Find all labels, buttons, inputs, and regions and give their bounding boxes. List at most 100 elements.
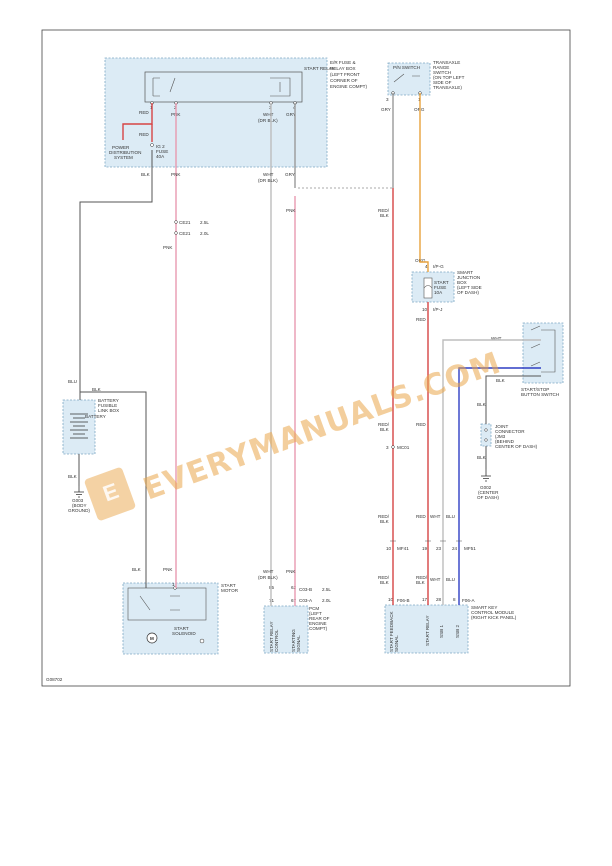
ss-blk: BLK bbox=[496, 378, 506, 383]
wire-blk-motor bbox=[79, 391, 147, 588]
skc-sig-start-relay: START RELAY bbox=[425, 615, 430, 646]
page-code: G08702 bbox=[46, 677, 63, 682]
wire-blk-joint bbox=[485, 375, 541, 424]
smart-junction-box bbox=[411, 271, 455, 303]
svg-text:3: 3 bbox=[386, 445, 389, 450]
skc-pin-17: 17 bbox=[422, 597, 428, 602]
jb-pin-in: 4 bbox=[425, 264, 428, 269]
battery-fusible-link-box bbox=[62, 399, 96, 455]
lbl-red-2: RED bbox=[416, 514, 426, 519]
jb-conn-out: I/P-J bbox=[433, 307, 442, 312]
conn-c03-b: C03-B 2.5L bbox=[299, 587, 331, 592]
pcm-desc: PCM (LEFT REAR OF ENGINE COMPT) bbox=[309, 606, 331, 631]
solenoid-label: START SOLENOID bbox=[172, 626, 196, 636]
pn-switch-desc: TRANSAXLE RANGE SWITCH (ON TOP LEFT SIDE… bbox=[433, 60, 466, 90]
relay-blk-label: BLK bbox=[141, 172, 151, 177]
lbl-redblk-2: RED/ BLK bbox=[378, 422, 390, 432]
motor-pin: 1 bbox=[172, 582, 175, 587]
jb-pin-out: 10 bbox=[422, 307, 428, 312]
jb-wire-out: RED bbox=[416, 317, 426, 322]
relay-box-label: E/R FUSE & RELAY BOX (LEFT FRONT CORNER … bbox=[330, 60, 367, 89]
wire-org-jb bbox=[419, 93, 429, 272]
skc-pin-10: 10 bbox=[388, 597, 394, 602]
lbl-pnk-4: PNK bbox=[286, 569, 296, 574]
lbl-red-1: RED bbox=[416, 422, 426, 427]
lbl-wht-3: WHT bbox=[430, 514, 441, 519]
lbl-pnk-1: PNK bbox=[171, 172, 181, 177]
jb-conn-in: I/P-G bbox=[433, 264, 444, 269]
battery-blk-bot: BLK bbox=[68, 474, 78, 479]
smart-key-control-module bbox=[384, 604, 469, 654]
lbl-redblk-4: RED/ BLK bbox=[378, 575, 390, 585]
pcm-pin-67: 67 bbox=[291, 598, 297, 603]
power-distribution-label: POWER DISTRIBUTION SYSTEM bbox=[109, 145, 143, 160]
battery-desc: BATTERY FUSIBLE LINK BOX bbox=[98, 398, 120, 413]
lbl-wht-2: WHT (DR BLK) bbox=[258, 569, 278, 580]
ground-g003-icon bbox=[74, 486, 84, 498]
svg-text:F06-B: F06-B bbox=[397, 598, 410, 603]
wire-blu-skc bbox=[458, 367, 541, 605]
svg-text:MC01: MC01 bbox=[397, 445, 410, 450]
jb-desc: SMART JUNCTION BOX (LEFT SIDE OF DASH) bbox=[457, 270, 483, 295]
relay-box bbox=[104, 57, 328, 168]
relay-pin4-wire: GRY bbox=[286, 112, 296, 117]
lbl-redblk-3: RED/ BLK bbox=[378, 514, 390, 524]
everymanuals-logo: E bbox=[84, 467, 136, 521]
conn-mc01: 3 MC01 bbox=[386, 445, 410, 450]
start-stop-switch bbox=[522, 322, 564, 384]
ss-desc: START/STOP BUTTON SWITCH bbox=[521, 387, 559, 397]
skc-sig-ssb2: SSB 2 bbox=[455, 625, 460, 638]
wire-red-power bbox=[122, 103, 153, 140]
joint-blk-bot: BLK bbox=[477, 455, 487, 460]
svg-text:2.5L: 2.5L bbox=[322, 587, 331, 592]
lbl-blk-motor: BLK bbox=[132, 567, 142, 572]
ss-wht: WHT bbox=[491, 336, 502, 341]
svg-text:2.0L: 2.0L bbox=[200, 231, 209, 236]
lbl-gry-1: GRY bbox=[285, 172, 295, 177]
ground-g002-icon bbox=[481, 469, 491, 482]
lbl-wht-4: WHT bbox=[430, 577, 441, 582]
skc-sig-ssb1: SSB 1 bbox=[439, 625, 444, 638]
svg-text:24: 24 bbox=[452, 546, 458, 551]
motor-name: START MOTOR bbox=[221, 583, 239, 593]
lbl-redblk-1: RED/ BLK bbox=[378, 208, 390, 218]
svg-text:23: 23 bbox=[436, 546, 442, 551]
battery-blu: BLU bbox=[68, 379, 77, 384]
relay-red-label-2: RED bbox=[139, 132, 149, 137]
pcm-pin-85: 85 bbox=[269, 585, 275, 590]
svg-text:C03-B: C03-B bbox=[299, 587, 312, 592]
ground-g002-label: G002 (CENTER OF DASH) bbox=[477, 485, 500, 500]
conn-c03-a: C03-A 2.0L bbox=[299, 598, 331, 603]
lbl-pnk-3: PNK bbox=[163, 567, 173, 572]
svg-text:2.0L: 2.0L bbox=[322, 598, 331, 603]
start-motor bbox=[122, 582, 219, 655]
battery-icon bbox=[70, 413, 88, 439]
conn-ce21-a: CE21 2.5L bbox=[174, 220, 209, 225]
pn-switch-name: P/N SWITCH bbox=[393, 65, 420, 70]
lbl-wht-1: WHT (DR BLK) bbox=[258, 172, 278, 183]
pcm-sig-starting-signal: STARTING SIGNAL bbox=[291, 628, 301, 652]
conn-mf41: 10 MF41 19 23 24 MF51 bbox=[386, 540, 476, 551]
conn-f06: F06-B F06-A bbox=[397, 598, 475, 603]
battery-label: BATTERY bbox=[85, 414, 106, 419]
joint-connector bbox=[480, 423, 492, 447]
svg-text:10: 10 bbox=[386, 546, 392, 551]
conn-ce21-b: CE21 2.0L bbox=[174, 231, 209, 236]
skc-pin-28: 28 bbox=[436, 597, 442, 602]
svg-text:CE21: CE21 bbox=[179, 220, 191, 225]
ground-g003-label: G003 (BODY GROUND) bbox=[68, 498, 90, 513]
svg-text:19: 19 bbox=[422, 546, 428, 551]
pcm bbox=[263, 605, 309, 654]
battery-blk-top: BLK bbox=[92, 387, 102, 392]
wire-wht-skc bbox=[442, 339, 541, 605]
lbl-pnk-2: PNK bbox=[163, 245, 173, 250]
skc-desc: SMART KEY CONTROL MODULE (RIGHT KICK PAN… bbox=[471, 605, 517, 620]
joint-desc: JOINT CONNECTOR (JM3 (BEHIND CENTER OF D… bbox=[495, 424, 538, 449]
skc-sig-start-feedback: START FEEDBACK SIGNAL bbox=[389, 610, 399, 652]
lbl-pnk-pcm: PNK bbox=[286, 208, 296, 213]
svg-text:C03-A: C03-A bbox=[299, 598, 313, 603]
ig2-fuse-label: IG 2 FUSE 40A bbox=[156, 144, 170, 159]
wire-blk-battery bbox=[79, 150, 153, 400]
pn-pin-3: 3 bbox=[386, 97, 389, 102]
motor-m: M bbox=[150, 636, 154, 641]
